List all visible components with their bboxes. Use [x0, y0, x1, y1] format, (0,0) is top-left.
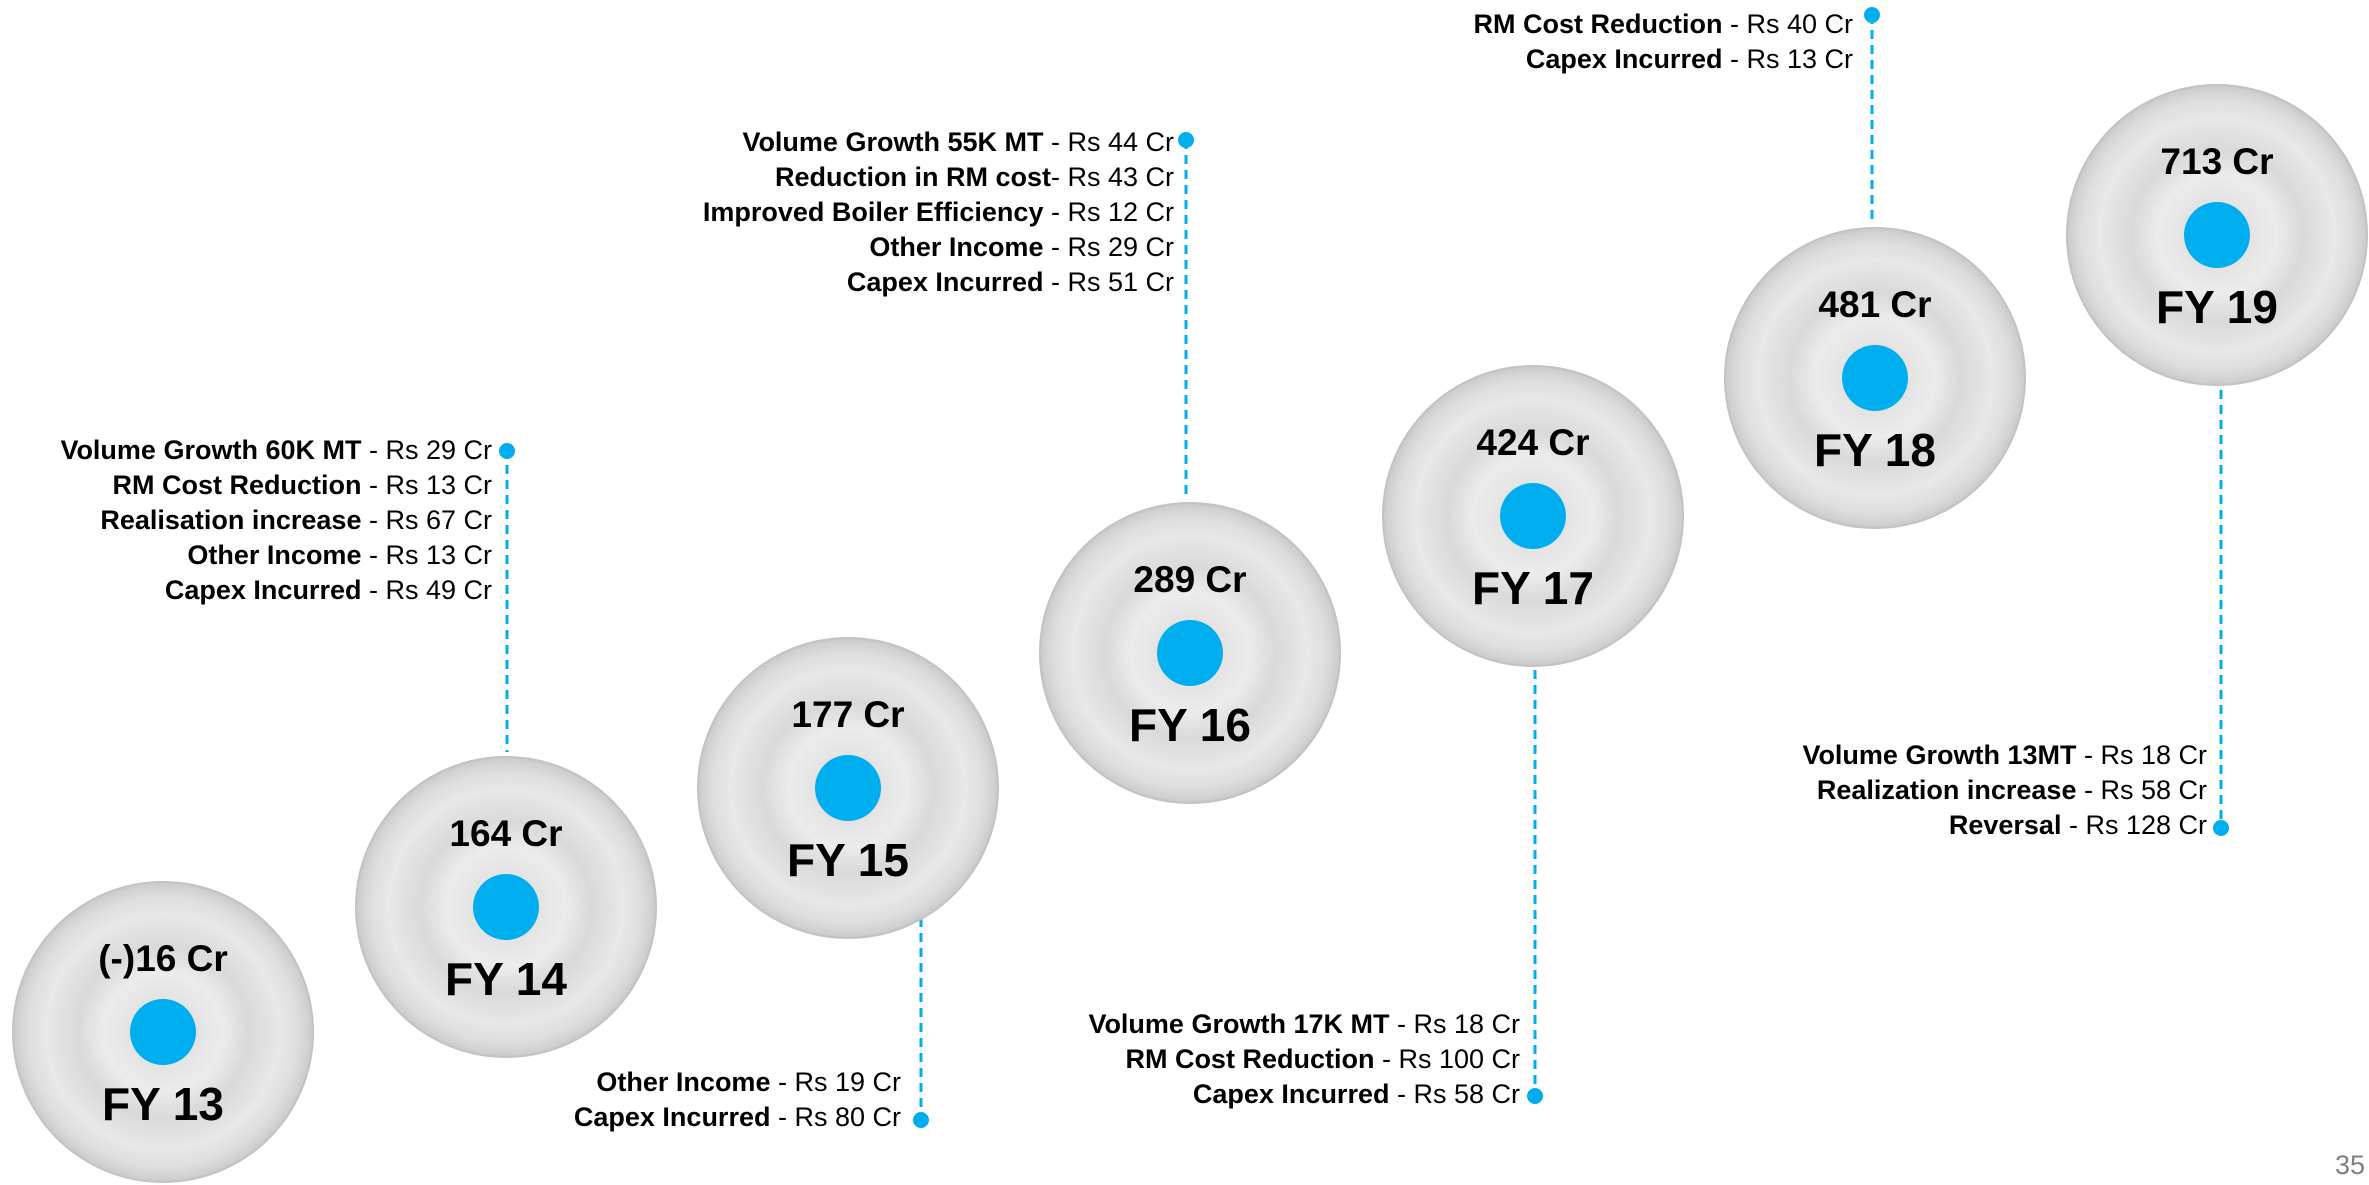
note-line: RM Cost Reduction - Rs 100 Cr — [1125, 1044, 1520, 1074]
milestone-disc-fy17: 424 Cr FY 17 — [1382, 365, 1684, 667]
note-line: Volume Growth 60K MT - Rs 29 Cr — [60, 435, 492, 465]
milestone-year: FY 17 — [1472, 562, 1594, 614]
page-number: 35 — [2334, 1150, 2365, 1180]
note-line: Volume Growth 55K MT - Rs 44 Cr — [742, 127, 1174, 157]
milestone-value: (-)16 Cr — [98, 938, 228, 979]
connector-dot-fy14 — [499, 443, 515, 459]
milestone-value: 424 Cr — [1476, 422, 1590, 463]
milestone-value: 289 Cr — [1133, 559, 1247, 600]
milestone-value: 713 Cr — [2160, 141, 2274, 182]
milestone-year: FY 13 — [102, 1078, 224, 1130]
milestone-disc-fy18: 481 Cr FY 18 — [1724, 227, 2026, 529]
note-fy14: Volume Growth 60K MT - Rs 29 Cr RM Cost … — [60, 433, 492, 608]
note-line: RM Cost Reduction - Rs 13 Cr — [112, 470, 492, 500]
note-line: Capex Incurred - Rs 13 Cr — [1525, 44, 1853, 74]
note-line: Capex Incurred - Rs 80 Cr — [573, 1102, 901, 1132]
milestone-disc-fy16: 289 Cr FY 16 — [1039, 502, 1341, 804]
note-line: Reversal - Rs 128 Cr — [1948, 810, 2207, 840]
connector-dot-fy18 — [1864, 7, 1880, 23]
milestone-dot — [2184, 202, 2250, 268]
milestone-disc-fy15: 177 Cr FY 15 — [697, 637, 999, 939]
milestone-disc-fy13: (-)16 Cr FY 13 — [12, 881, 314, 1183]
milestone-value: 177 Cr — [791, 694, 905, 735]
milestone-year: FY 14 — [445, 953, 567, 1005]
milestone-dot — [1500, 483, 1566, 549]
note-line: Volume Growth 17K MT - Rs 18 Cr — [1088, 1009, 1520, 1039]
note-line: RM Cost Reduction - Rs 40 Cr — [1473, 9, 1853, 39]
note-line: Realisation increase - Rs 67 Cr — [100, 505, 492, 535]
connector-dot-fy16 — [1178, 132, 1194, 148]
milestone-dot — [1842, 345, 1908, 411]
milestone-dot — [815, 755, 881, 821]
note-fy16: Volume Growth 55K MT - Rs 44 Cr Reductio… — [703, 125, 1174, 300]
note-fy19: Volume Growth 13MT - Rs 18 Cr Realizatio… — [1802, 738, 2207, 843]
connector-dot-fy19 — [2213, 820, 2229, 836]
milestone-dot — [1157, 620, 1223, 686]
connector-dot-fy17 — [1527, 1088, 1543, 1104]
note-line: Other Income - Rs 19 Cr — [596, 1067, 901, 1097]
milestone-disc-fy14: 164 Cr FY 14 — [355, 756, 657, 1058]
milestone-year: FY 19 — [2156, 281, 2278, 333]
note-line: Capex Incurred - Rs 58 Cr — [1192, 1079, 1520, 1109]
note-fy17: Volume Growth 17K MT - Rs 18 Cr RM Cost … — [1088, 1007, 1520, 1112]
milestone-year: FY 15 — [787, 834, 909, 886]
note-line: Other Income - Rs 29 Cr — [869, 232, 1174, 262]
note-fy15: Other Income - Rs 19 Cr Capex Incurred -… — [574, 1065, 901, 1135]
milestone-dot — [130, 999, 196, 1065]
note-line: Capex Incurred - Rs 49 Cr — [164, 575, 492, 605]
note-line: Other Income - Rs 13 Cr — [187, 540, 492, 570]
milestone-value: 481 Cr — [1818, 284, 1932, 325]
note-line: Volume Growth 13MT - Rs 18 Cr — [1802, 740, 2207, 770]
note-fy18: RM Cost Reduction - Rs 40 Cr Capex Incur… — [1473, 7, 1853, 77]
milestone-value: 164 Cr — [449, 813, 563, 854]
note-line: Realization increase - Rs 58 Cr — [1816, 775, 2207, 805]
milestone-year: FY 16 — [1129, 699, 1251, 751]
note-line: Capex Incurred - Rs 51 Cr — [846, 267, 1174, 297]
connector-dot-fy15 — [913, 1112, 929, 1128]
milestone-year: FY 18 — [1814, 424, 1936, 476]
milestone-disc-fy19: 713 Cr FY 19 — [2066, 84, 2368, 386]
milestone-dot — [473, 874, 539, 940]
note-line: Improved Boiler Efficiency - Rs 12 Cr — [702, 197, 1174, 227]
note-line: Reduction in RM cost- Rs 43 Cr — [774, 162, 1174, 192]
